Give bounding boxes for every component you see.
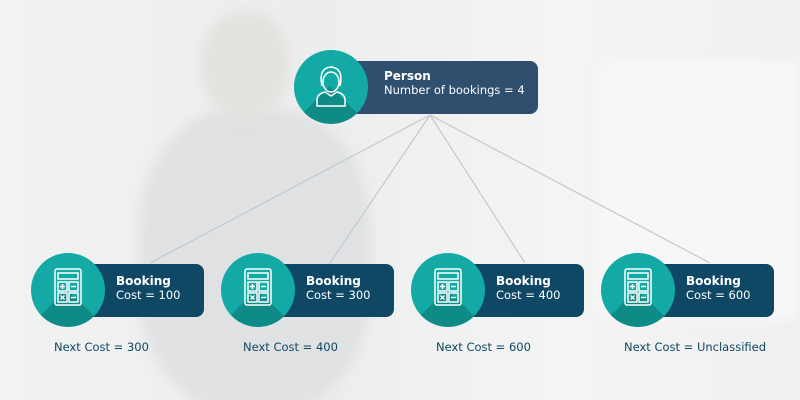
person-subtitle: Number of bookings = 4 xyxy=(384,83,525,97)
person-icon xyxy=(316,66,346,107)
connector-1 xyxy=(149,114,431,264)
booking-cost: Cost = 100 xyxy=(116,288,181,302)
next-cost-label: Next Cost = 300 xyxy=(54,340,149,354)
next-cost-label: Next Cost = Unclassified xyxy=(624,340,767,354)
booking-title: Booking xyxy=(686,274,741,288)
background-photo-head xyxy=(200,10,290,120)
booking-title: Booking xyxy=(496,274,551,288)
calculator-icon xyxy=(434,268,462,306)
next-cost-label: Next Cost = 400 xyxy=(243,340,338,354)
connector-4 xyxy=(429,114,711,264)
calculator-icon xyxy=(54,268,82,306)
next-cost-label: Next Cost = 600 xyxy=(436,340,531,354)
booking-title: Booking xyxy=(116,274,171,288)
person-circle xyxy=(294,50,368,124)
connector-2 xyxy=(329,114,431,264)
person-title: Person xyxy=(384,69,431,83)
booking-circle xyxy=(411,253,485,327)
booking-cost: Cost = 400 xyxy=(496,288,561,302)
calculator-icon xyxy=(244,268,272,306)
calculator-icon xyxy=(624,268,652,306)
booking-cost: Cost = 300 xyxy=(306,288,371,302)
booking-title: Booking xyxy=(306,274,361,288)
booking-circle xyxy=(31,253,105,327)
booking-circle xyxy=(601,253,675,327)
booking-cost: Cost = 600 xyxy=(686,288,751,302)
connector-3 xyxy=(429,114,526,264)
booking-circle xyxy=(221,253,295,327)
